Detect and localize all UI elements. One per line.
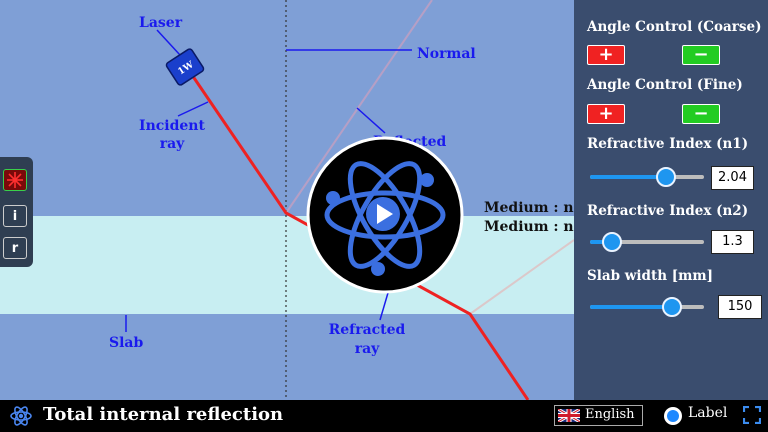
fullscreen-icon[interactable]	[743, 406, 761, 424]
laser-toggle-button[interactable]	[3, 169, 27, 191]
label-toggle-radio[interactable]	[664, 407, 682, 425]
info-icon: i	[12, 208, 18, 224]
incident-ray-label-line2: ray	[160, 136, 185, 152]
slab-area	[0, 216, 574, 314]
laser-burst-icon	[7, 172, 23, 188]
simulation-canvas[interactable]: 1W Laser Normal Incident ray Reflected S…	[0, 0, 574, 400]
reflected-ray	[285, 0, 433, 214]
refracted-ray-label-line1: Refracted	[329, 322, 406, 338]
slab-label: Slab	[109, 335, 144, 351]
n2-value-input[interactable]: 1.3	[711, 230, 754, 254]
medium-n1-area	[0, 0, 574, 400]
atom-play-icon	[324, 161, 446, 269]
bottom-bar: Total internal reflection English Label	[0, 400, 768, 432]
n2-title: Refractive Index (n2)	[587, 203, 749, 219]
angle-fine-minus-button[interactable]: −	[682, 104, 720, 124]
info-button[interactable]: i	[3, 205, 27, 227]
slab-width-title: Slab width [mm]	[587, 268, 714, 284]
angle-coarse-title: Angle Control (Coarse)	[587, 19, 762, 35]
secondary-reflected-ray	[469, 239, 574, 315]
n2-slider-thumb[interactable]	[601, 232, 622, 252]
n1-slider[interactable]	[590, 167, 704, 187]
slab-width-slider-thumb[interactable]	[662, 297, 683, 317]
laser-leader	[156, 29, 181, 56]
n1-value-input[interactable]: 2.04	[711, 166, 754, 190]
tool-box: i r	[0, 157, 33, 267]
label-toggle-text: Label	[688, 405, 728, 421]
medium-n1-label: Medium : n1	[484, 200, 574, 216]
language-label: English	[585, 407, 635, 422]
incident-ray-label-line1: Incident	[139, 118, 205, 134]
reflected-leader	[356, 107, 386, 134]
laser-label: Laser	[139, 15, 183, 31]
n1-slider-thumb[interactable]	[656, 167, 677, 187]
reset-button[interactable]: r	[3, 237, 27, 259]
n2-slider[interactable]	[590, 232, 704, 252]
angle-fine-title: Angle Control (Fine)	[587, 77, 743, 93]
control-panel: Angle Control (Coarse) + − Angle Control…	[574, 0, 768, 400]
uk-flag-icon	[558, 409, 580, 422]
language-button[interactable]: English	[554, 405, 643, 426]
label-toggle-dot	[667, 410, 679, 422]
laser-device-icon[interactable]: 1W	[165, 48, 205, 86]
angle-fine-plus-button[interactable]: +	[587, 104, 625, 124]
play-overlay-button[interactable]	[306, 136, 464, 294]
n1-title: Refractive Index (n1)	[587, 136, 749, 152]
medium-n2-label: Medium : n2	[484, 219, 574, 235]
atom-logo-icon	[10, 406, 32, 426]
incident-leader	[177, 101, 209, 117]
refracted-ray-label-line2: ray	[355, 341, 380, 357]
app-title: Total internal reflection	[43, 404, 284, 425]
slab-width-slider[interactable]	[590, 297, 704, 317]
slab-width-value-input[interactable]: 150	[718, 295, 762, 319]
normal-label: Normal	[417, 46, 476, 62]
reset-icon: r	[11, 240, 19, 256]
angle-coarse-plus-button[interactable]: +	[587, 45, 625, 65]
angle-coarse-minus-button[interactable]: −	[682, 45, 720, 65]
